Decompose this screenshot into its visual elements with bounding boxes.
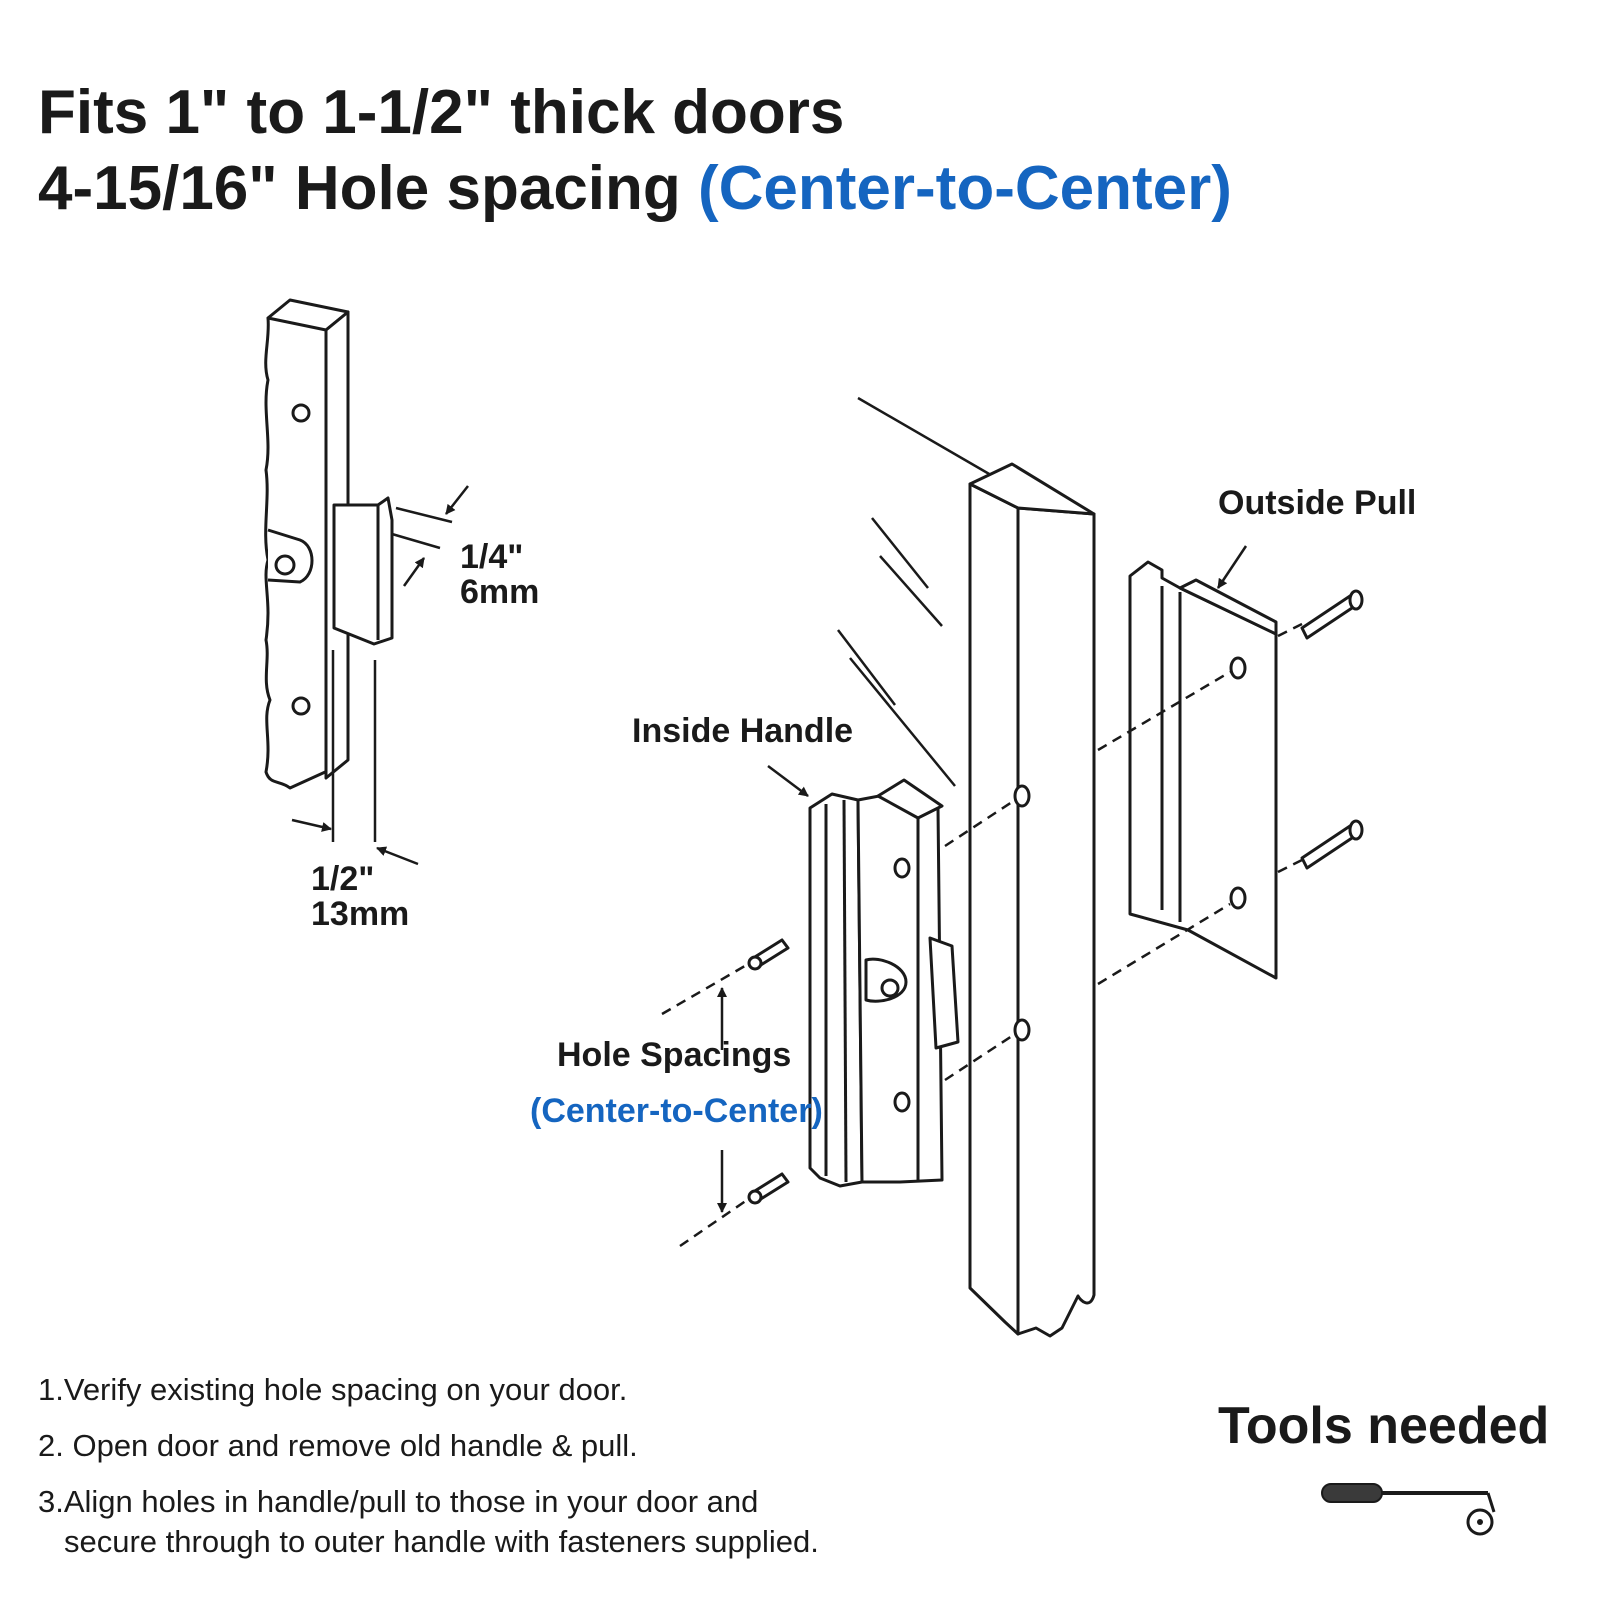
dim-quarter-mm: 6mm [460, 573, 539, 611]
door-stile-side [1016, 506, 1096, 1338]
handle-detail-drawing [264, 298, 394, 790]
dim-half-inch: 1/2" [311, 860, 374, 898]
inside-handle-latch [928, 936, 960, 1050]
glass-reflection-lines [837, 396, 1004, 787]
label-center-to-center: (Center-to-Center) [530, 1092, 823, 1130]
label-outside-pull: Outside Pull [1218, 484, 1416, 522]
dim-quarter-inch: 1/4" [460, 538, 523, 576]
bolt-lower-head [1348, 819, 1364, 841]
inside-handle-lower-hole [893, 1091, 911, 1113]
detail-hook [332, 496, 394, 646]
wood-screw-lower-head [747, 1189, 763, 1205]
outside-pull-lip [1178, 578, 1278, 636]
wood-screw-upper-head [747, 955, 763, 971]
door-upper-hole [1013, 784, 1031, 808]
label-hole-spacings: Hole Spacings [557, 1036, 791, 1074]
headline-hole-spacing-text: 4-15/16" Hole spacing [38, 154, 698, 223]
headline-hole-spacing: 4-15/16" Hole spacing (Center-to-Center) [38, 158, 1232, 220]
dim-half-mm: 13mm [311, 895, 409, 933]
outside-pull-upper-hole [1229, 656, 1247, 680]
bolt-lower [1300, 824, 1357, 870]
headline-door-thickness: Fits 1" to 1-1/2" thick doors [38, 78, 845, 147]
step-3: 3.Align holes in handle/pull to those in… [38, 1484, 759, 1519]
door-stile-face [968, 482, 1020, 1336]
step-3-continued: secure through to outer handle with fast… [64, 1524, 819, 1559]
inside-handle-grip [808, 792, 864, 1188]
step-1: 1.Verify existing hole spacing on your d… [38, 1372, 628, 1407]
label-inside-handle: Inside Handle [632, 712, 853, 750]
bolt-upper [1300, 594, 1357, 640]
screwdriver-icon [1321, 1483, 1496, 1536]
inside-handle-pivot-screw [880, 978, 900, 998]
door-stile-top [968, 462, 1096, 516]
bolt-upper-head [1348, 589, 1364, 611]
screwdriver-handle [1321, 1483, 1383, 1503]
screws [747, 589, 1364, 1205]
outside-pull-lower-hole [1229, 886, 1247, 910]
detail-upper-hole [291, 403, 311, 423]
inside-handle-part [808, 778, 960, 1188]
tools-needed-heading: Tools needed [1218, 1397, 1550, 1455]
door-lower-hole [1013, 1018, 1031, 1042]
door-stile [968, 462, 1096, 1338]
step-2: 2. Open door and remove old handle & pul… [38, 1428, 638, 1463]
inside-handle-top [876, 778, 944, 820]
headline-center-to-center: (Center-to-Center) [698, 154, 1232, 223]
outside-pull-part [1128, 560, 1278, 980]
inside-handle-upper-hole [893, 857, 911, 879]
detail-pivot-screw [274, 554, 296, 576]
detail-lower-hole [291, 696, 311, 716]
dimension-lines [291, 485, 469, 866]
alignment-dashes [661, 622, 1303, 1248]
callout-arrows [717, 545, 1248, 1213]
